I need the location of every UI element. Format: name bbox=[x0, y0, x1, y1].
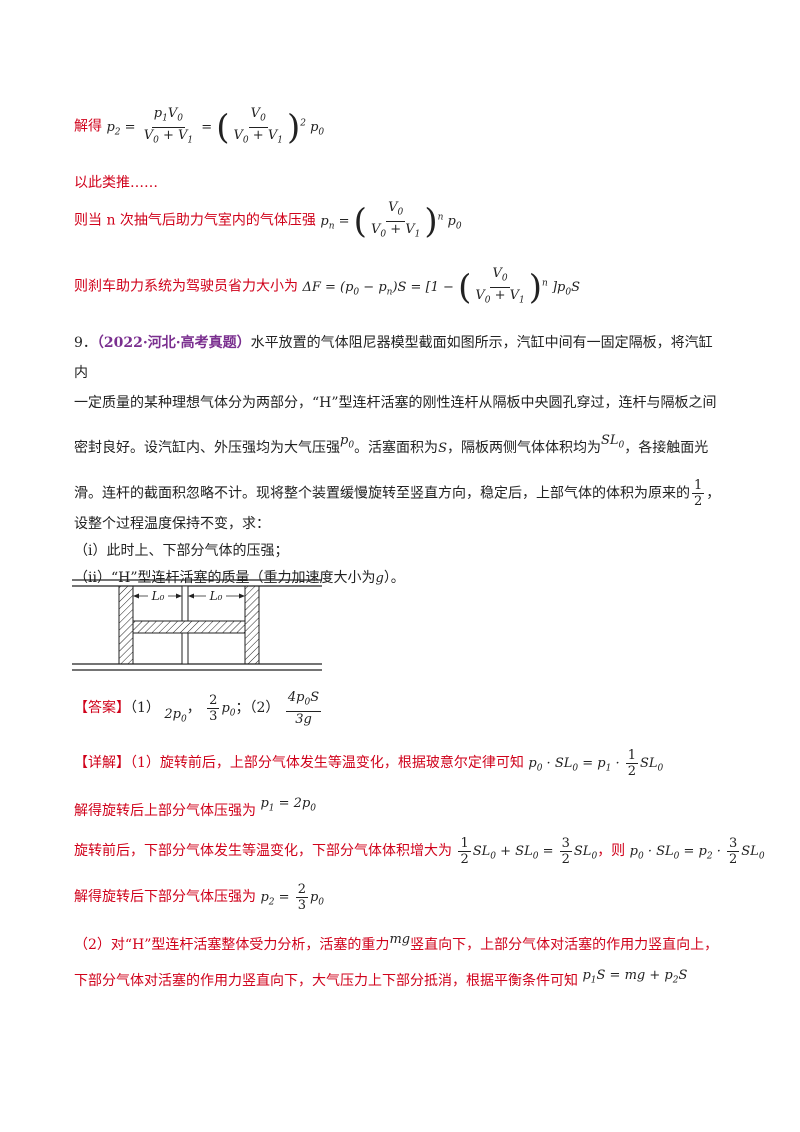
problem-text-4a: 滑。连杆的截面积忽略不计。现将整个装置缓慢旋转至竖直方向，稳定后，上部气体的体积… bbox=[74, 485, 690, 502]
question-2-end: ）。 bbox=[383, 570, 405, 586]
detail-line-1: 【详解】（1）旋转前后，上部分气体发生等温变化，根据玻意尔定律可知 p0 · S… bbox=[74, 748, 663, 779]
detail-text-6: 下部分气体对活塞的作用力竖直向下，大气压力上下部分抵消，根据平衡条件可知 bbox=[74, 973, 578, 989]
problem-line-1: 9．（2022·河北·高考真题）水平放置的气体阻尼器模型截面如图所示，汽缸中间有… bbox=[74, 328, 726, 388]
right-piston bbox=[244, 585, 260, 665]
problem-source: （2022·河北·高考真题） bbox=[96, 335, 251, 351]
answer-tag: 【答案】 bbox=[74, 699, 130, 716]
symbol-mg: mg bbox=[389, 932, 411, 947]
problem-statement: 9．（2022·河北·高考真题）水平放置的气体阻尼器模型截面如图所示，汽缸中间有… bbox=[74, 328, 726, 594]
problem-line-3: 密封良好。设汽缸内、外压强均为大气压强p0。活塞面积为S，隔板两侧气体体积均为S… bbox=[74, 426, 726, 464]
problem-text-1: 水平放置的气体阻尼器模型截面如图所示，汽缸中间有一固定隔板，将汽缸内 bbox=[74, 335, 713, 381]
detail-text-4: 解得旋转后下部分气体压强为 bbox=[74, 889, 256, 905]
solution-analogy: 以此类推…… bbox=[74, 175, 158, 191]
problem-line-5: 设整个过程温度保持不变，求： bbox=[74, 516, 270, 532]
partition-upper bbox=[181, 585, 189, 622]
detail-line-6: 下部分气体对活塞的作用力竖直向下，大气压力上下部分抵消，根据平衡条件可知 p1S… bbox=[74, 968, 687, 990]
answer-part-1-label: （1） bbox=[130, 699, 160, 716]
problem-text-3c: ，隔板两侧气体体积均为 bbox=[446, 440, 601, 456]
problem-number: 9． bbox=[74, 335, 97, 351]
question-2-text: （ii）“H”型连杆活塞的质量（重力加速度大小为 bbox=[74, 570, 376, 586]
detail-text-1: （1）旋转前后，上部分气体发生等温变化，根据玻意尔定律可知 bbox=[130, 755, 524, 771]
partition-lower bbox=[181, 632, 189, 665]
symbol-sl0: SL0 bbox=[600, 433, 625, 451]
detail-line-5: （2）对“H”型连杆活塞整体受力分析，活塞的重力mg竖直向下，上部分气体对活塞的… bbox=[74, 932, 718, 954]
solution-label: 则当 n 次抽气后助力气室内的气体压强 bbox=[74, 212, 316, 229]
solution-line-4: 则刹车助力系统为驾驶员省力大小为 ΔF = (p0 − pn)S = [1 − … bbox=[74, 266, 580, 308]
question-2: （ii）“H”型连杆活塞的质量（重力加速度大小为g）。 bbox=[74, 563, 726, 594]
dimension-label-left: L₀ bbox=[151, 589, 165, 603]
detail-text-5a: （2）对“H”型连杆活塞整体受力分析，活塞的重力 bbox=[74, 937, 390, 953]
symbol-g: g bbox=[375, 571, 384, 586]
symbol-p0: p0 bbox=[340, 433, 355, 451]
symbol-s: S bbox=[438, 441, 447, 456]
connecting-rod bbox=[132, 620, 246, 634]
formula-p1: p1 = 2p0 bbox=[260, 796, 316, 814]
problem-line-2: 一定质量的某种理想气体分为两部分，“H”型连杆活塞的刚性连杆从隔板中央圆孔穿过，… bbox=[74, 395, 717, 411]
solution-label: 则刹车助力系统为驾驶员省力大小为 bbox=[74, 278, 298, 295]
detail-line-2: 解得旋转后上部分气体压强为 p1 = 2p0 bbox=[74, 796, 316, 820]
problem-text-3d: ，各接触面光 bbox=[624, 440, 709, 456]
solution-line-2: 以此类推…… bbox=[74, 172, 158, 192]
question-1: （i）此时上、下部分气体的压强； bbox=[74, 543, 289, 559]
detail-tag: 【详解】 bbox=[74, 755, 130, 771]
detail-text-3b: ，则 bbox=[597, 843, 626, 859]
problem-line-4: 滑。连杆的截面积忽略不计。现将整个装置缓慢旋转至竖直方向，稳定后，上部气体的体积… bbox=[74, 478, 726, 509]
solution-label: 解得 bbox=[74, 118, 102, 135]
detail-text-3a: 旋转前后，下部分气体发生等温变化，下部分气体体积增大为 bbox=[74, 843, 452, 859]
detail-text-5b: 竖直向下，上部分气体对活塞的作用力竖直向上， bbox=[410, 937, 719, 953]
answer-p1: 2p0 bbox=[164, 706, 187, 725]
gas-damper-figure: L₀ L₀ bbox=[72, 579, 322, 671]
problem-text-3b: 。活塞面积为 bbox=[354, 440, 439, 456]
problem-text-4b: ， bbox=[706, 485, 721, 502]
problem-text-3a: 密封良好。设汽缸内、外压强均为大气压强 bbox=[74, 440, 340, 456]
answer-part-2-label: ；（2） bbox=[235, 699, 280, 716]
detail-text-2: 解得旋转后上部分气体压强为 bbox=[74, 803, 256, 819]
answer-separator: ， bbox=[186, 699, 201, 716]
left-piston bbox=[118, 585, 134, 665]
formula-equilibrium: p1S = mg + p2S bbox=[582, 968, 688, 986]
dimension-label-right: L₀ bbox=[209, 589, 223, 603]
